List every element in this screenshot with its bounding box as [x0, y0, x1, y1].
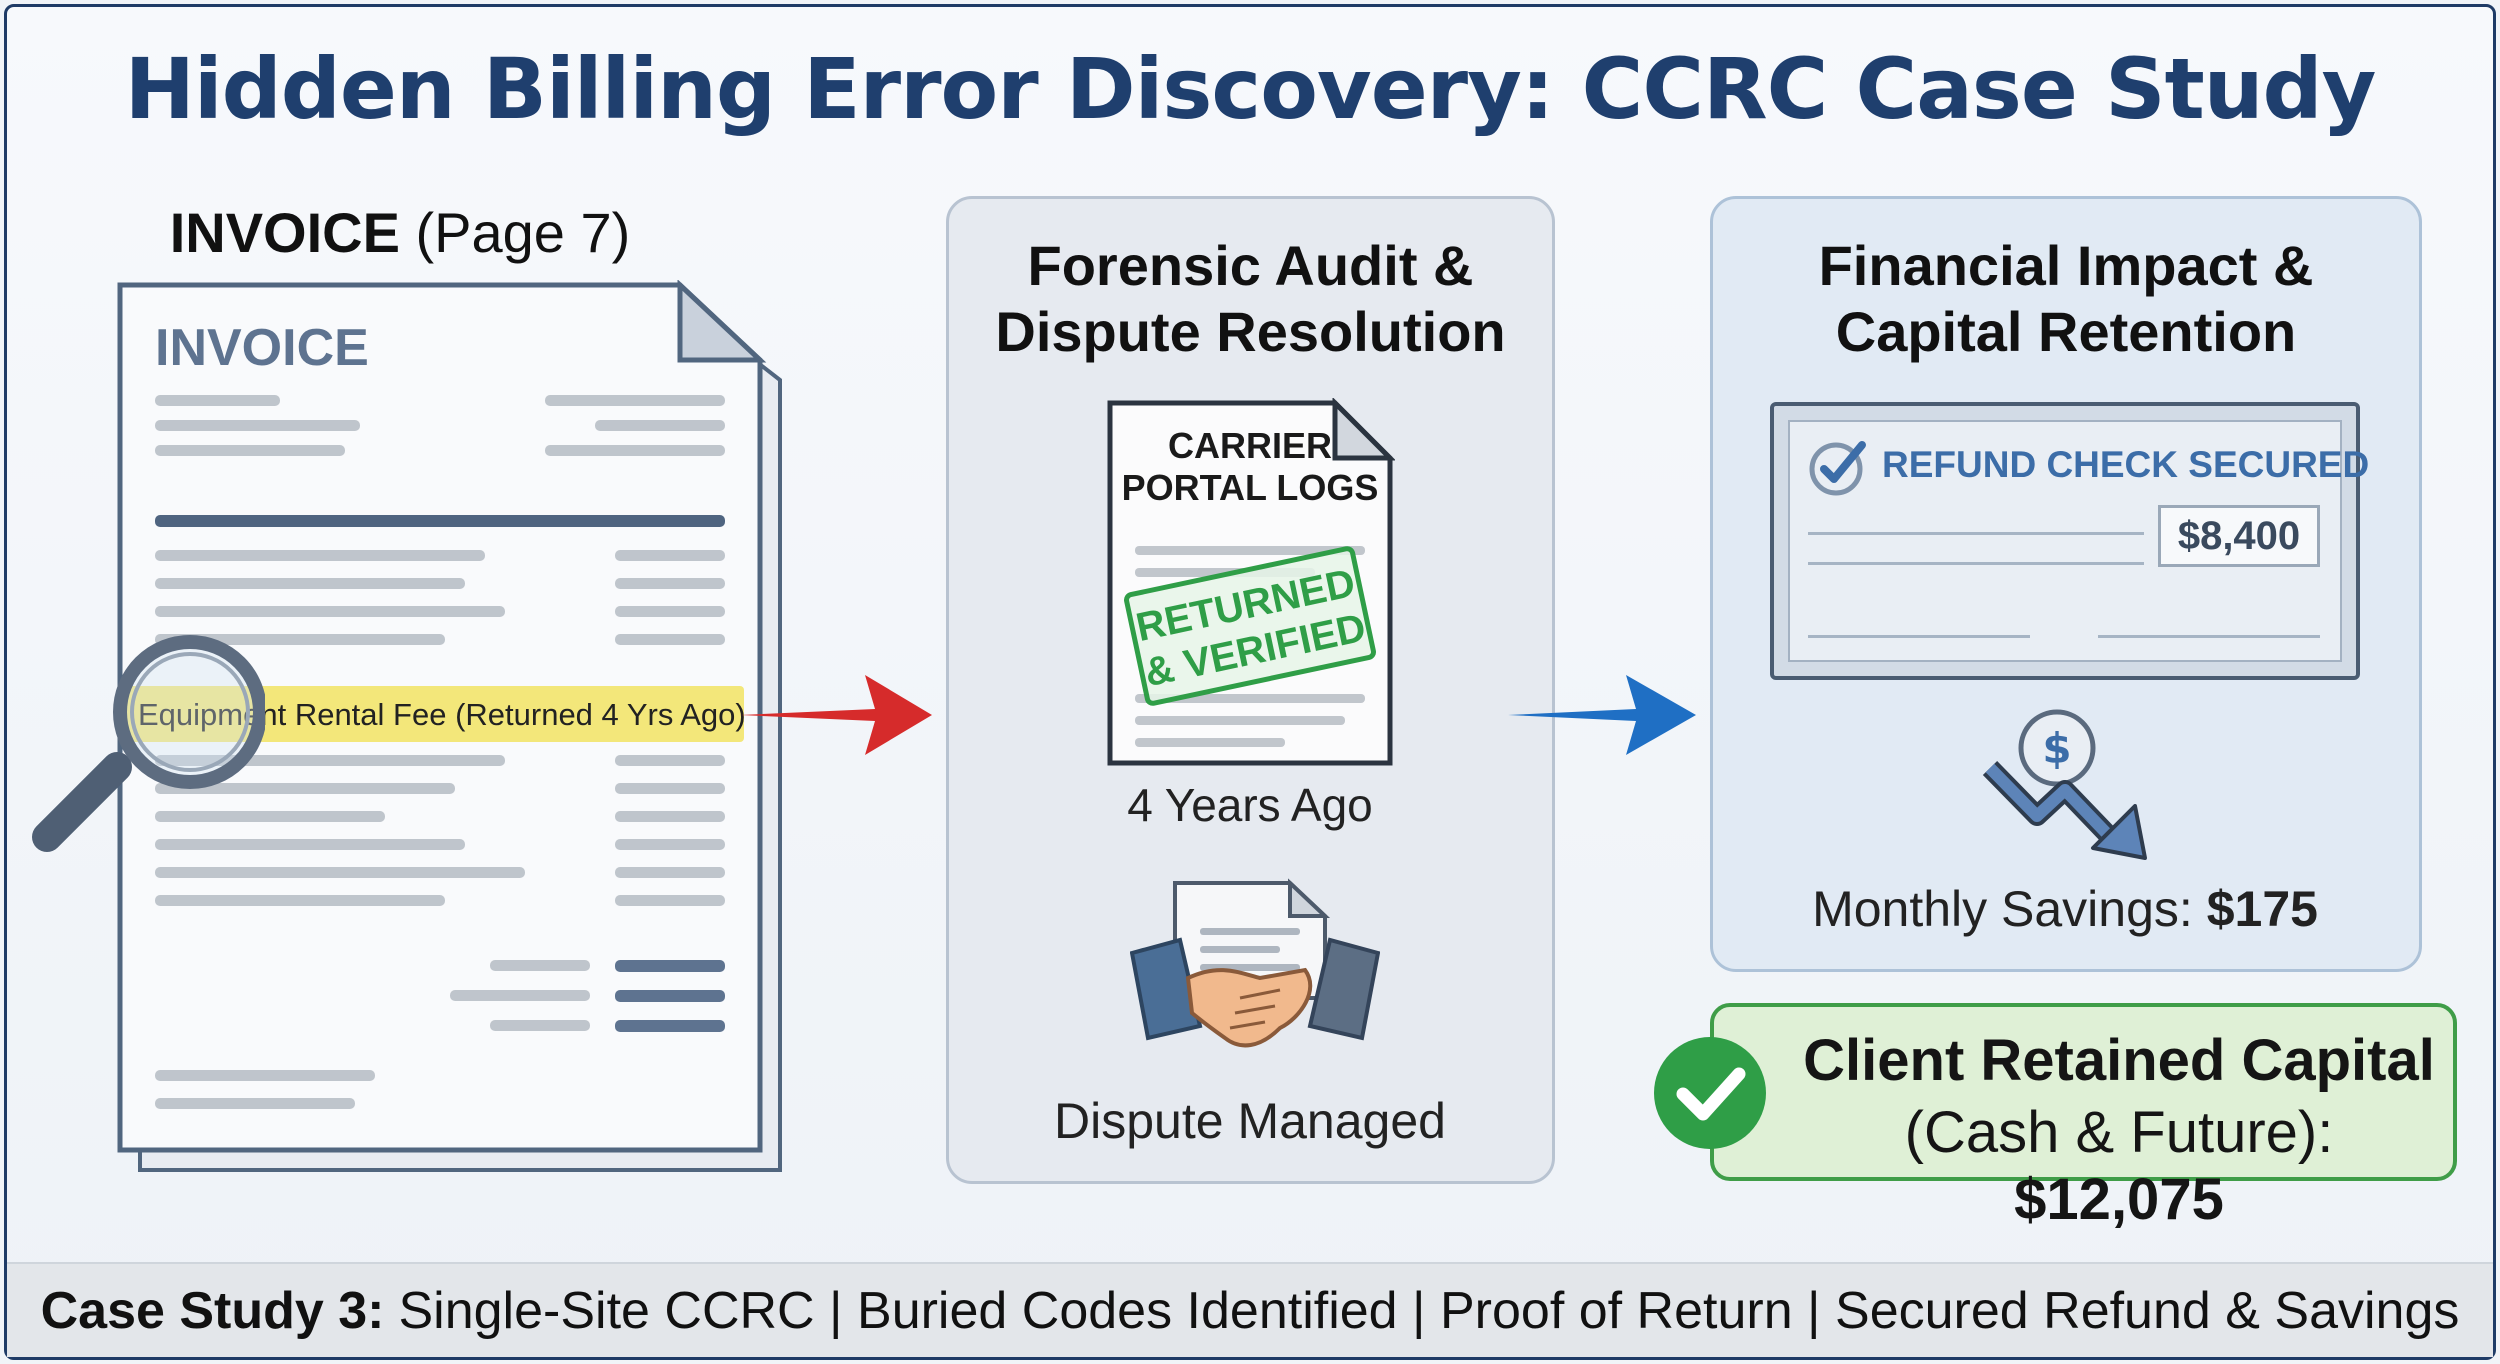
page-title: Hidden Billing Error Discovery: CCRC Cas…: [124, 40, 2377, 138]
dollar-down-arrow-icon: $: [1982, 709, 2147, 860]
doc-caption: 4 Years Ago: [1127, 779, 1373, 831]
monthly-savings-value: $175: [2206, 881, 2318, 937]
invoice-caption: INVOICE (Page 7): [120, 200, 680, 265]
audit-panel-title-line1: Forensic Audit &: [1027, 234, 1474, 297]
retained-capital-label: (Cash & Future):: [1904, 1100, 2334, 1165]
invoice-highlight-text: Equipment Rental Fee (Returned 4 Yrs Ago…: [138, 697, 746, 732]
retained-capital-value: $12,075: [2014, 1167, 2224, 1232]
retained-capital-title: Client Retained Capital: [1803, 1028, 2435, 1093]
refund-check-label: REFUND CHECK SECURED: [1882, 444, 2370, 485]
blue-arrow-icon: [1508, 675, 1696, 755]
invoice-heading: INVOICE: [155, 319, 369, 377]
monthly-savings-label: Monthly Savings:: [1812, 881, 2207, 937]
check-line-3: [1808, 635, 2030, 638]
handshake-caption: Dispute Managed: [1054, 1093, 1446, 1149]
retained-capital-detail: (Cash & Future): $12,075: [1794, 1099, 2444, 1233]
check-line-4: [2098, 635, 2320, 638]
check-mark-icon: [1809, 441, 1866, 496]
check-line-1: [1808, 532, 2144, 535]
handshake-icon: [1130, 878, 1380, 1048]
audit-panel-title-line2: Dispute Resolution: [995, 300, 1506, 363]
invoice-caption-bold: INVOICE: [169, 201, 400, 264]
check-amount-box: $8,400: [2158, 505, 2320, 567]
check-amount: $8,400: [2177, 514, 2301, 558]
green-check-circle-icon: [1654, 1037, 1766, 1149]
invoice-caption-page: (Page 7): [399, 201, 631, 264]
retained-capital-box: Client Retained Capital (Cash & Future):…: [1710, 1003, 2457, 1232]
footer-summary: Single-Site CCRC | Buried Codes Identifi…: [398, 1281, 2460, 1340]
magnifying-glass-icon: [32, 635, 265, 852]
carrier-logs-line1: CARRIER: [1167, 425, 1332, 466]
carrier-logs-line2: PORTAL LOGS: [1121, 467, 1379, 508]
red-arrow-icon: [740, 675, 932, 755]
footer-bar: Case Study 3: Single-Site CCRC | Buried …: [7, 1262, 2493, 1357]
check-line-2: [1808, 562, 2144, 565]
footer-case-label: Case Study 3:: [40, 1281, 385, 1340]
invoice-highlight-bar: [118, 686, 744, 742]
impact-panel-title-line1: Financial Impact &: [1818, 234, 2314, 297]
svg-text:$: $: [2042, 724, 2071, 773]
impact-panel-title-line2: Capital Retention: [1835, 300, 2297, 363]
monthly-savings: Monthly Savings: $175: [1760, 880, 2370, 938]
